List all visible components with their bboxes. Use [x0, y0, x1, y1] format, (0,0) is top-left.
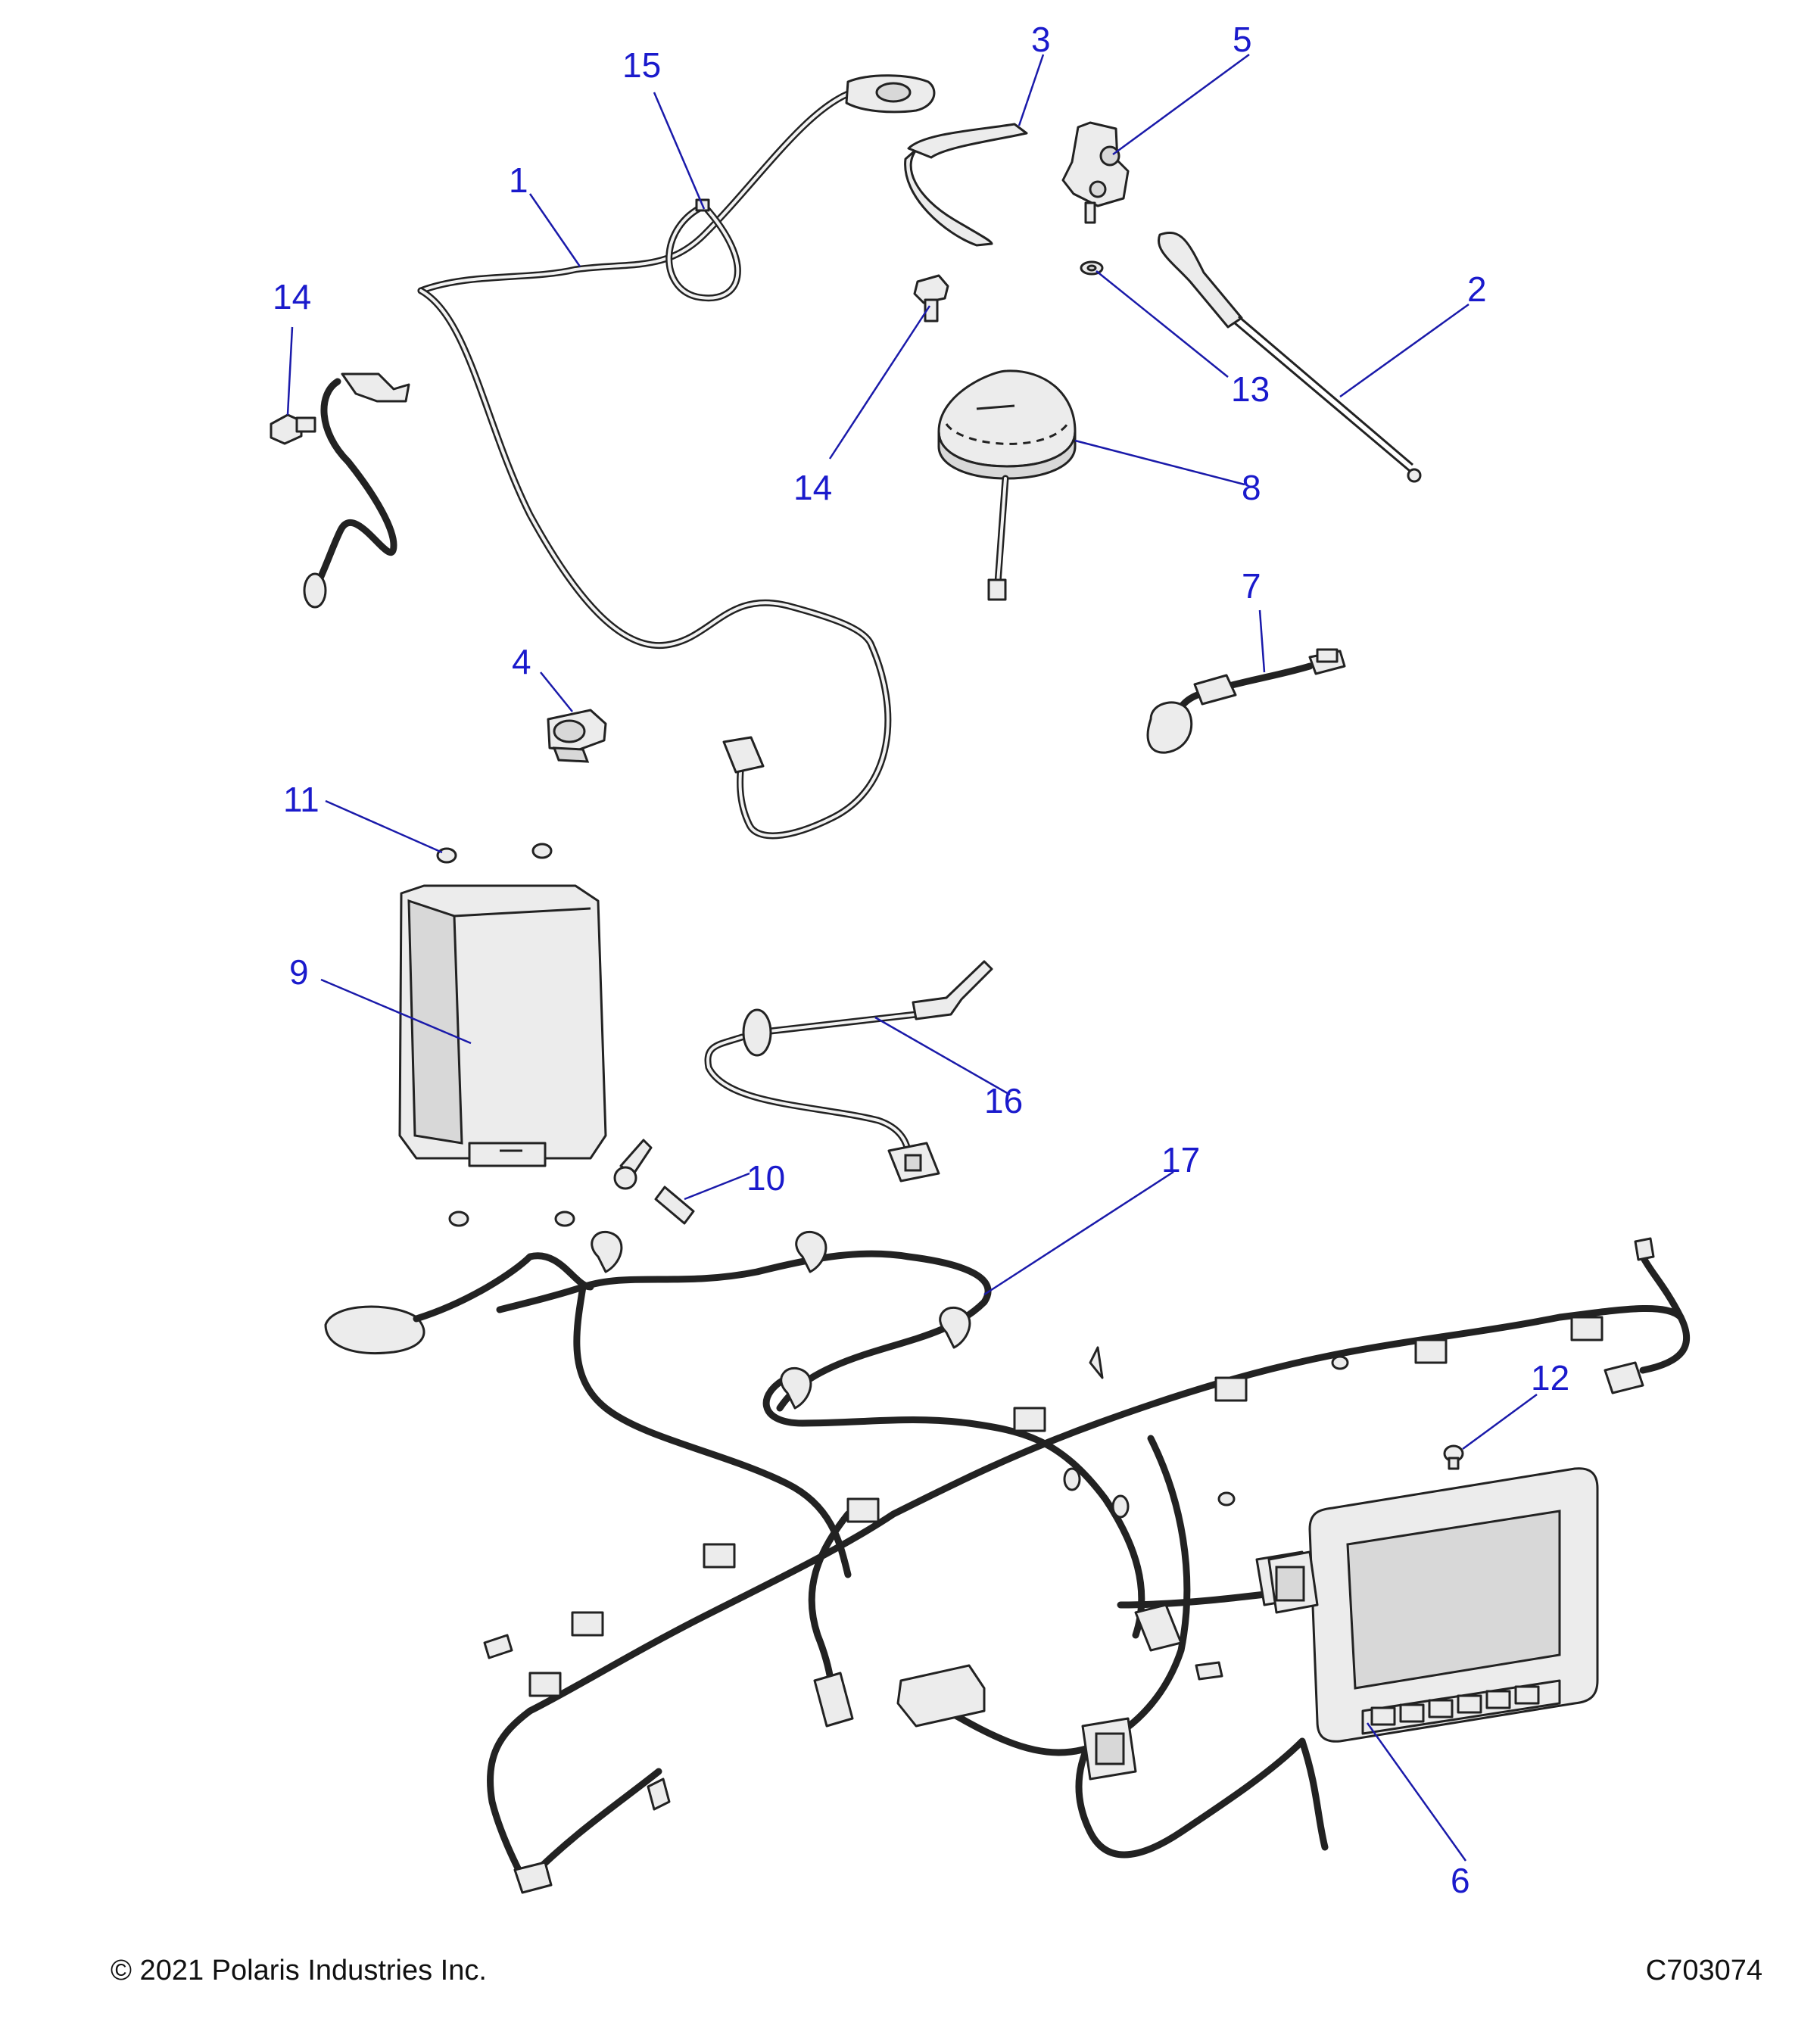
part-14-bolt-center	[913, 274, 949, 322]
callout-3: 3	[1031, 20, 1051, 59]
display-buttons	[1370, 1685, 1540, 1726]
callout-10: 10	[746, 1158, 785, 1198]
part-2-whip-antenna	[1158, 232, 1422, 483]
part-11-screws	[436, 843, 575, 1227]
part-14-bolt-left	[270, 413, 316, 445]
copyright-text: © 2021 Polaris Industries Inc.	[111, 1955, 487, 1986]
part-4-connector	[547, 709, 607, 763]
callout-9: 9	[289, 952, 309, 992]
drawing-number: C703074	[1645, 1955, 1762, 1986]
part-8-gps-puck	[937, 369, 1077, 601]
part-6-display	[1267, 1467, 1599, 1743]
callout-17: 17	[1161, 1140, 1200, 1179]
callout-4: 4	[512, 642, 531, 681]
callout-6: 6	[1451, 1861, 1470, 1900]
harness-clips	[528, 1230, 1604, 1697]
callout-labels: 1 2 3 4 5 6 7 8 9 10 11 12 13 14 14 15 1…	[273, 20, 1569, 1900]
part-1-antenna-cable	[417, 74, 936, 840]
part-7-lead	[1146, 648, 1346, 754]
part-17-main-harness	[324, 1230, 1691, 1894]
callout-2: 2	[1467, 270, 1487, 309]
callout-14-center: 14	[793, 468, 832, 507]
callout-15: 15	[622, 45, 661, 85]
part-10-terminal	[613, 1139, 695, 1225]
part-9-module	[398, 884, 607, 1167]
callout-14-left: 14	[273, 277, 311, 316]
part-16-jumper	[704, 960, 993, 1182]
callout-8: 8	[1242, 468, 1261, 507]
callout-13: 13	[1231, 369, 1270, 409]
part-12-push-pin	[1443, 1444, 1464, 1470]
part-3-bracket	[904, 123, 1028, 247]
callout-1: 1	[509, 160, 528, 200]
callout-11: 11	[283, 780, 319, 819]
callout-7: 7	[1242, 566, 1261, 606]
leader-lines	[286, 53, 1538, 1862]
ground-strap	[303, 372, 410, 609]
part-5-antenna-mount	[1061, 121, 1130, 224]
callout-16: 16	[984, 1081, 1023, 1120]
callout-5: 5	[1233, 20, 1252, 59]
callout-12: 12	[1531, 1358, 1569, 1397]
